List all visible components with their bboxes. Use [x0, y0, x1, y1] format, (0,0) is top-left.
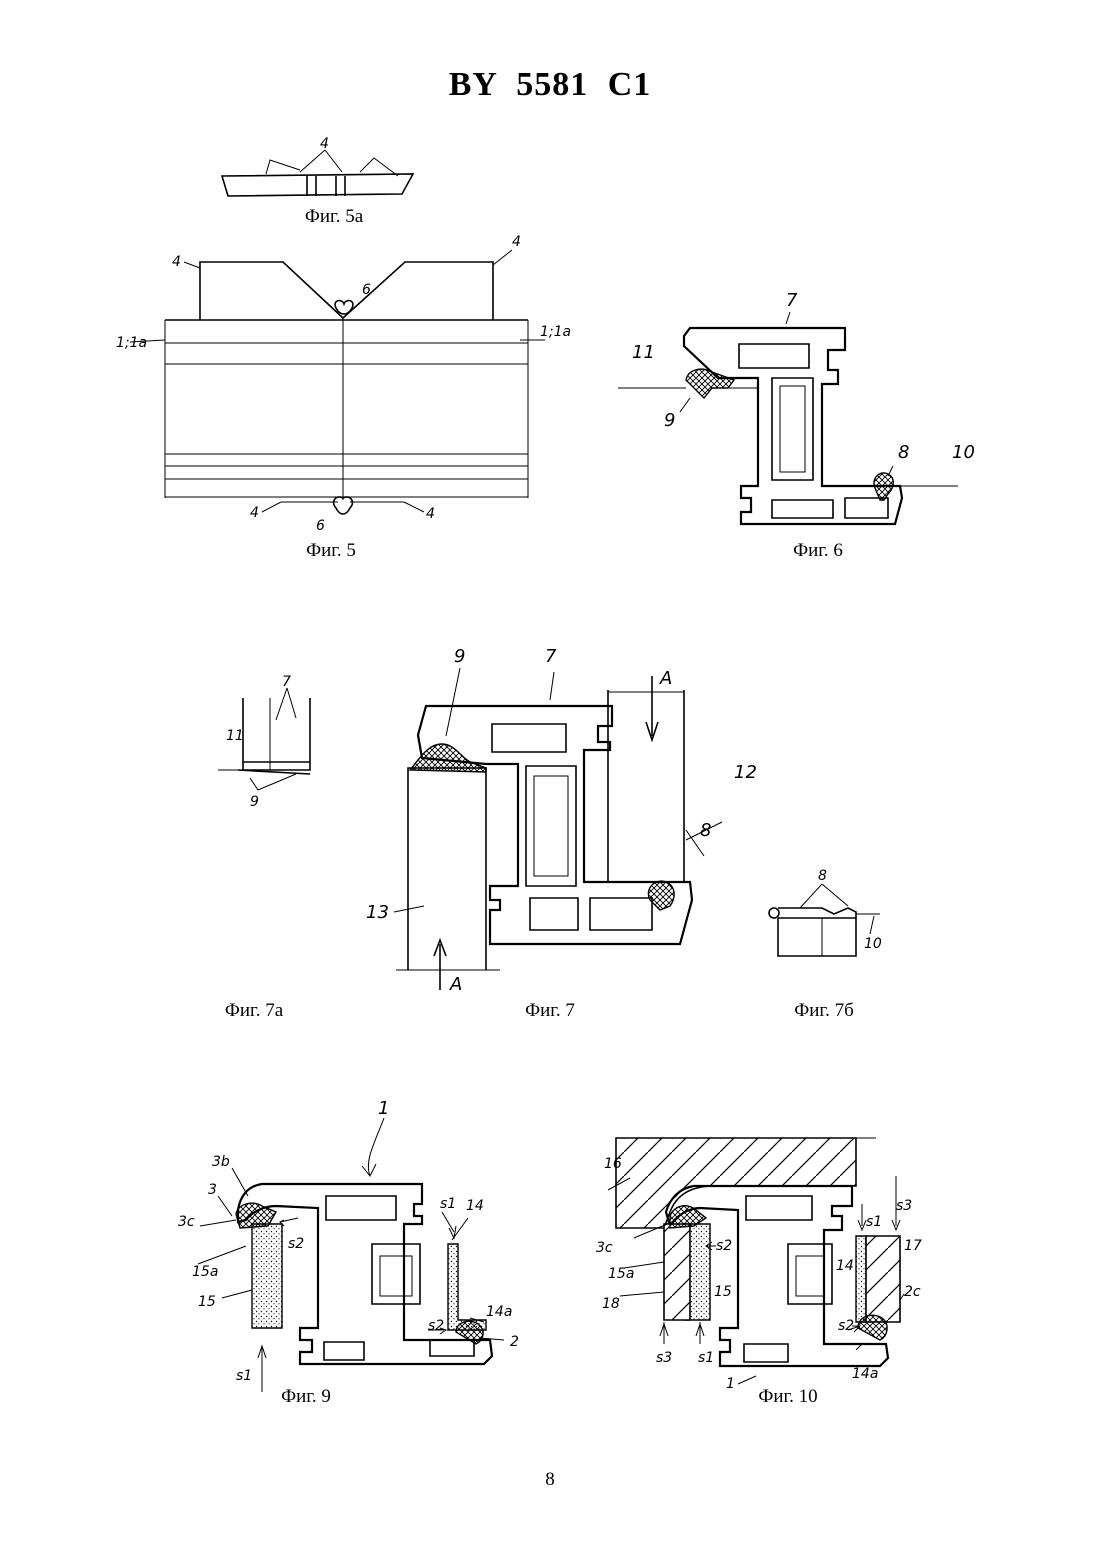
figure-7a: 7 11 9 [218, 674, 310, 810]
caption-fig7: Фиг. 7 [470, 1000, 630, 1022]
fig9-label: 14a [486, 1304, 512, 1320]
fig10-label: 14a [852, 1366, 878, 1382]
fig9-label: 14 [466, 1198, 484, 1214]
fig5a-label: 4 [320, 136, 329, 152]
fig10-label: 3c [596, 1240, 613, 1256]
fig7-label: 9 [454, 646, 465, 667]
caption-fig9: Фиг. 9 [226, 1386, 386, 1408]
fig10-label: s2 [716, 1238, 732, 1254]
fig7-label: 8 [700, 820, 711, 841]
fig9-label: s2 [288, 1236, 304, 1252]
caption-fig7a: Фиг. 7a [174, 1000, 334, 1022]
fig6-label: 11 [632, 342, 655, 363]
fig9-label: 1 [378, 1098, 389, 1119]
fig5-label: 4 [426, 506, 435, 522]
figure-7: 9 7 A 12 8 13 A [366, 646, 757, 995]
fig5-label: 4 [172, 254, 181, 270]
page-number: 8 [0, 1469, 1100, 1491]
figure-6: 7 11 9 8 10 [618, 290, 975, 524]
fig10-label: s2 [838, 1318, 854, 1334]
fig10-label: s3 [656, 1350, 672, 1366]
fig9-label: 3c [178, 1214, 195, 1230]
fig10-label: 2c [904, 1284, 921, 1300]
fig6-label: 10 [952, 442, 975, 463]
fig7-label: 13 [366, 902, 389, 923]
fig5-label: 6 [362, 282, 371, 298]
figure-10: 16 s1 s3 17 3c s2 15a 15 14 18 s2 2c s3 … [596, 1138, 922, 1392]
fig7-label: A [449, 974, 462, 995]
fig10-label: 15a [608, 1266, 634, 1282]
caption-fig10: Фиг. 10 [708, 1386, 868, 1408]
fig9-label: s1 [236, 1368, 252, 1384]
fig10-label: 14 [836, 1258, 854, 1274]
fig7a-label: 9 [250, 794, 259, 810]
fig9-label: 3b [212, 1154, 230, 1170]
fig7-label: A [659, 668, 672, 689]
fig9-label: 15a [192, 1264, 218, 1280]
fig7-label: 7 [545, 646, 557, 667]
fig5-label: 6 [316, 518, 325, 534]
fig6-label: 8 [898, 442, 909, 463]
fig10-label: s3 [896, 1198, 912, 1214]
fig10-label: s1 [866, 1214, 882, 1230]
figure-5: 4 4 6 1;1a 1;1a 4 6 4 [116, 234, 571, 534]
fig5-label: 4 [512, 234, 521, 250]
fig6-label: 9 [664, 410, 675, 431]
caption-fig5: Фиг. 5 [251, 540, 411, 562]
caption-fig5a: Фиг. 5a [254, 206, 414, 228]
fig10-label: 17 [904, 1238, 922, 1254]
fig10-label: s1 [698, 1350, 714, 1366]
figure-7b: 8 10 [769, 868, 882, 956]
fig10-label: 15 [714, 1284, 732, 1300]
fig6-label: 7 [786, 290, 798, 311]
figure-9: 1 3b 3 3c 15a 15 s1 14 s2 14a s2 2 s1 [178, 1098, 519, 1392]
caption-fig6: Фиг. 6 [738, 540, 898, 562]
fig9-label: 3 [208, 1182, 217, 1198]
fig9-label: s1 [440, 1196, 456, 1212]
fig7b-label: 8 [818, 868, 827, 884]
fig7-label: 12 [734, 762, 757, 783]
figure-5a: 4 [222, 136, 413, 196]
fig7b-label: 10 [864, 936, 882, 952]
fig5-label: 1;1a [540, 324, 571, 340]
fig5-label: 1;1a [116, 335, 147, 351]
fig9-label: 2 [510, 1334, 519, 1350]
fig9-label: s2 [428, 1318, 444, 1334]
fig7a-label: 11 [226, 728, 244, 744]
fig10-label: 16 [604, 1156, 622, 1172]
fig5-label: 4 [250, 505, 259, 521]
fig9-label: 15 [198, 1294, 216, 1310]
caption-fig7b: Фиг. 7б [744, 1000, 904, 1022]
fig10-label: 18 [602, 1296, 620, 1312]
fig7a-label: 7 [282, 674, 291, 690]
